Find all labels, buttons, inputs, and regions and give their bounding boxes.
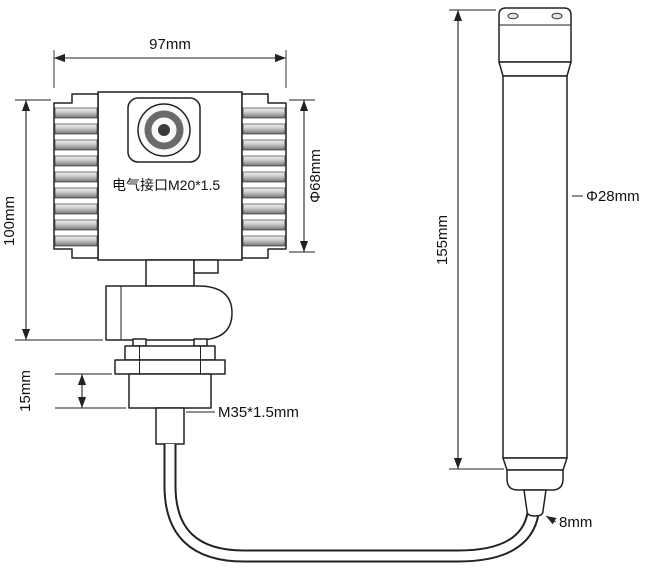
flange-boss: [128, 373, 212, 409]
probe-taper-bottom: [502, 457, 568, 471]
probe-top-hole-right: [551, 12, 563, 20]
flange-plate-lower: [114, 359, 226, 375]
cable-gland: [523, 489, 547, 517]
dim-label-15mm: 15mm: [17, 370, 34, 412]
dim-label-97mm: 97mm: [149, 36, 191, 53]
probe-body: [502, 75, 568, 459]
cable-core: [165, 444, 539, 561]
thread-stem: [155, 407, 185, 445]
connection-cable: [163, 444, 541, 563]
dimension-flange-thickness: 15mm: [17, 370, 126, 412]
callout-thread: M35*1.5mm: [186, 404, 299, 421]
sight-glass-center: [158, 124, 170, 136]
probe-bottom-cap: [506, 469, 564, 491]
process-connection: [105, 285, 233, 341]
electrical-port-label: 电气接口M20*1.5: [112, 177, 220, 193]
dim-label-155mm: 155mm: [434, 215, 451, 265]
neck-shape: [145, 259, 195, 287]
dimension-overall-height: 100mm: [1, 99, 103, 341]
dimension-probe-length: 155mm: [434, 9, 504, 470]
probe-drawing: [498, 7, 572, 517]
thread-label: M35*1.5mm: [218, 404, 299, 421]
sight-glass-ring: [144, 110, 184, 150]
flange-plate-upper: [124, 345, 216, 361]
process-connection-shape: [105, 285, 233, 341]
dim-label-28mm: Φ28mm: [586, 188, 640, 205]
housing-neck: [145, 259, 219, 287]
probe-taper-top: [498, 61, 572, 77]
probe-top-hole-left: [507, 12, 519, 20]
cable-outline: [163, 444, 541, 563]
bolt-head-right: [193, 338, 208, 347]
flange-assembly: [114, 338, 226, 409]
callout-cable-diameter: 8mm: [545, 514, 592, 531]
dim-label-100mm: 100mm: [1, 196, 18, 246]
transmitter-drawing: 电气接口M20*1.5: [53, 91, 287, 445]
left-fin-cap: [53, 93, 99, 259]
side-tab: [193, 259, 219, 274]
dimension-housing-diameter: Φ68mm: [289, 99, 324, 253]
dim-label-8mm: 8mm: [559, 514, 592, 531]
bolt-head-left: [132, 338, 147, 347]
dimension-overall-width: 97mm: [53, 36, 287, 88]
right-fin-cap: [241, 93, 287, 259]
display-bezel: [127, 97, 201, 163]
dim-label-68mm: Φ68mm: [307, 149, 324, 203]
callout-probe-diameter: Φ28mm: [572, 188, 640, 205]
